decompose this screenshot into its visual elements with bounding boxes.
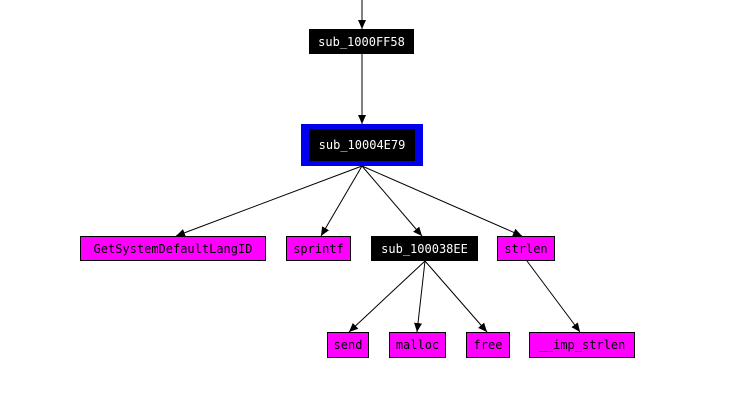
function-node-sub-10004e79-selected[interactable]: sub_10004E79 [301,124,423,166]
call-edge-sub-100038ee-to-free [424,260,488,333]
function-node-label: sub_10004E79 [318,138,406,152]
import-node-label: sprintf [293,241,344,256]
call-edge-sub-10004e79-to-strlen [361,165,523,237]
import-node-imp-strlen[interactable]: __imp_strlen [529,332,635,358]
import-node-label: strlen [504,241,548,256]
import-node-getsystemdefaultlangid[interactable]: GetSystemDefaultLangID [80,236,266,261]
function-node-label: sub_100038EE [381,241,468,256]
import-node-strlen[interactable]: strlen [497,236,555,261]
function-node-sub-100038ee[interactable]: sub_100038EE [371,236,478,261]
call-edge-strlen-to---imp-strlen [526,260,581,333]
import-node-label: __imp_strlen [538,338,626,352]
import-node-label: send [333,338,363,352]
call-edge-sub-10004e79-to-sprintf [320,165,363,237]
import-node-sprintf[interactable]: sprintf [286,236,351,261]
function-node-label: sub_1000FF58 [318,34,405,49]
call-edge-sub-10004e79-to-sub-100038ee [361,165,423,237]
import-node-free[interactable]: free [466,332,510,358]
import-node-label: GetSystemDefaultLangID [93,241,253,256]
call-edge-sub-10004e79-to-getsystemdefaultlangid [175,165,363,237]
function-node-sub-1000ff58[interactable]: sub_1000FF58 [309,29,414,54]
selected-node-inner: sub_10004E79 [309,129,415,161]
import-node-label: free [473,338,503,352]
call-edge-sub-100038ee-to-send [348,260,426,333]
import-node-malloc[interactable]: malloc [389,332,446,358]
import-node-send[interactable]: send [327,332,369,358]
call-edge-sub-100038ee-to-malloc [414,260,426,333]
import-node-label: malloc [395,338,440,352]
